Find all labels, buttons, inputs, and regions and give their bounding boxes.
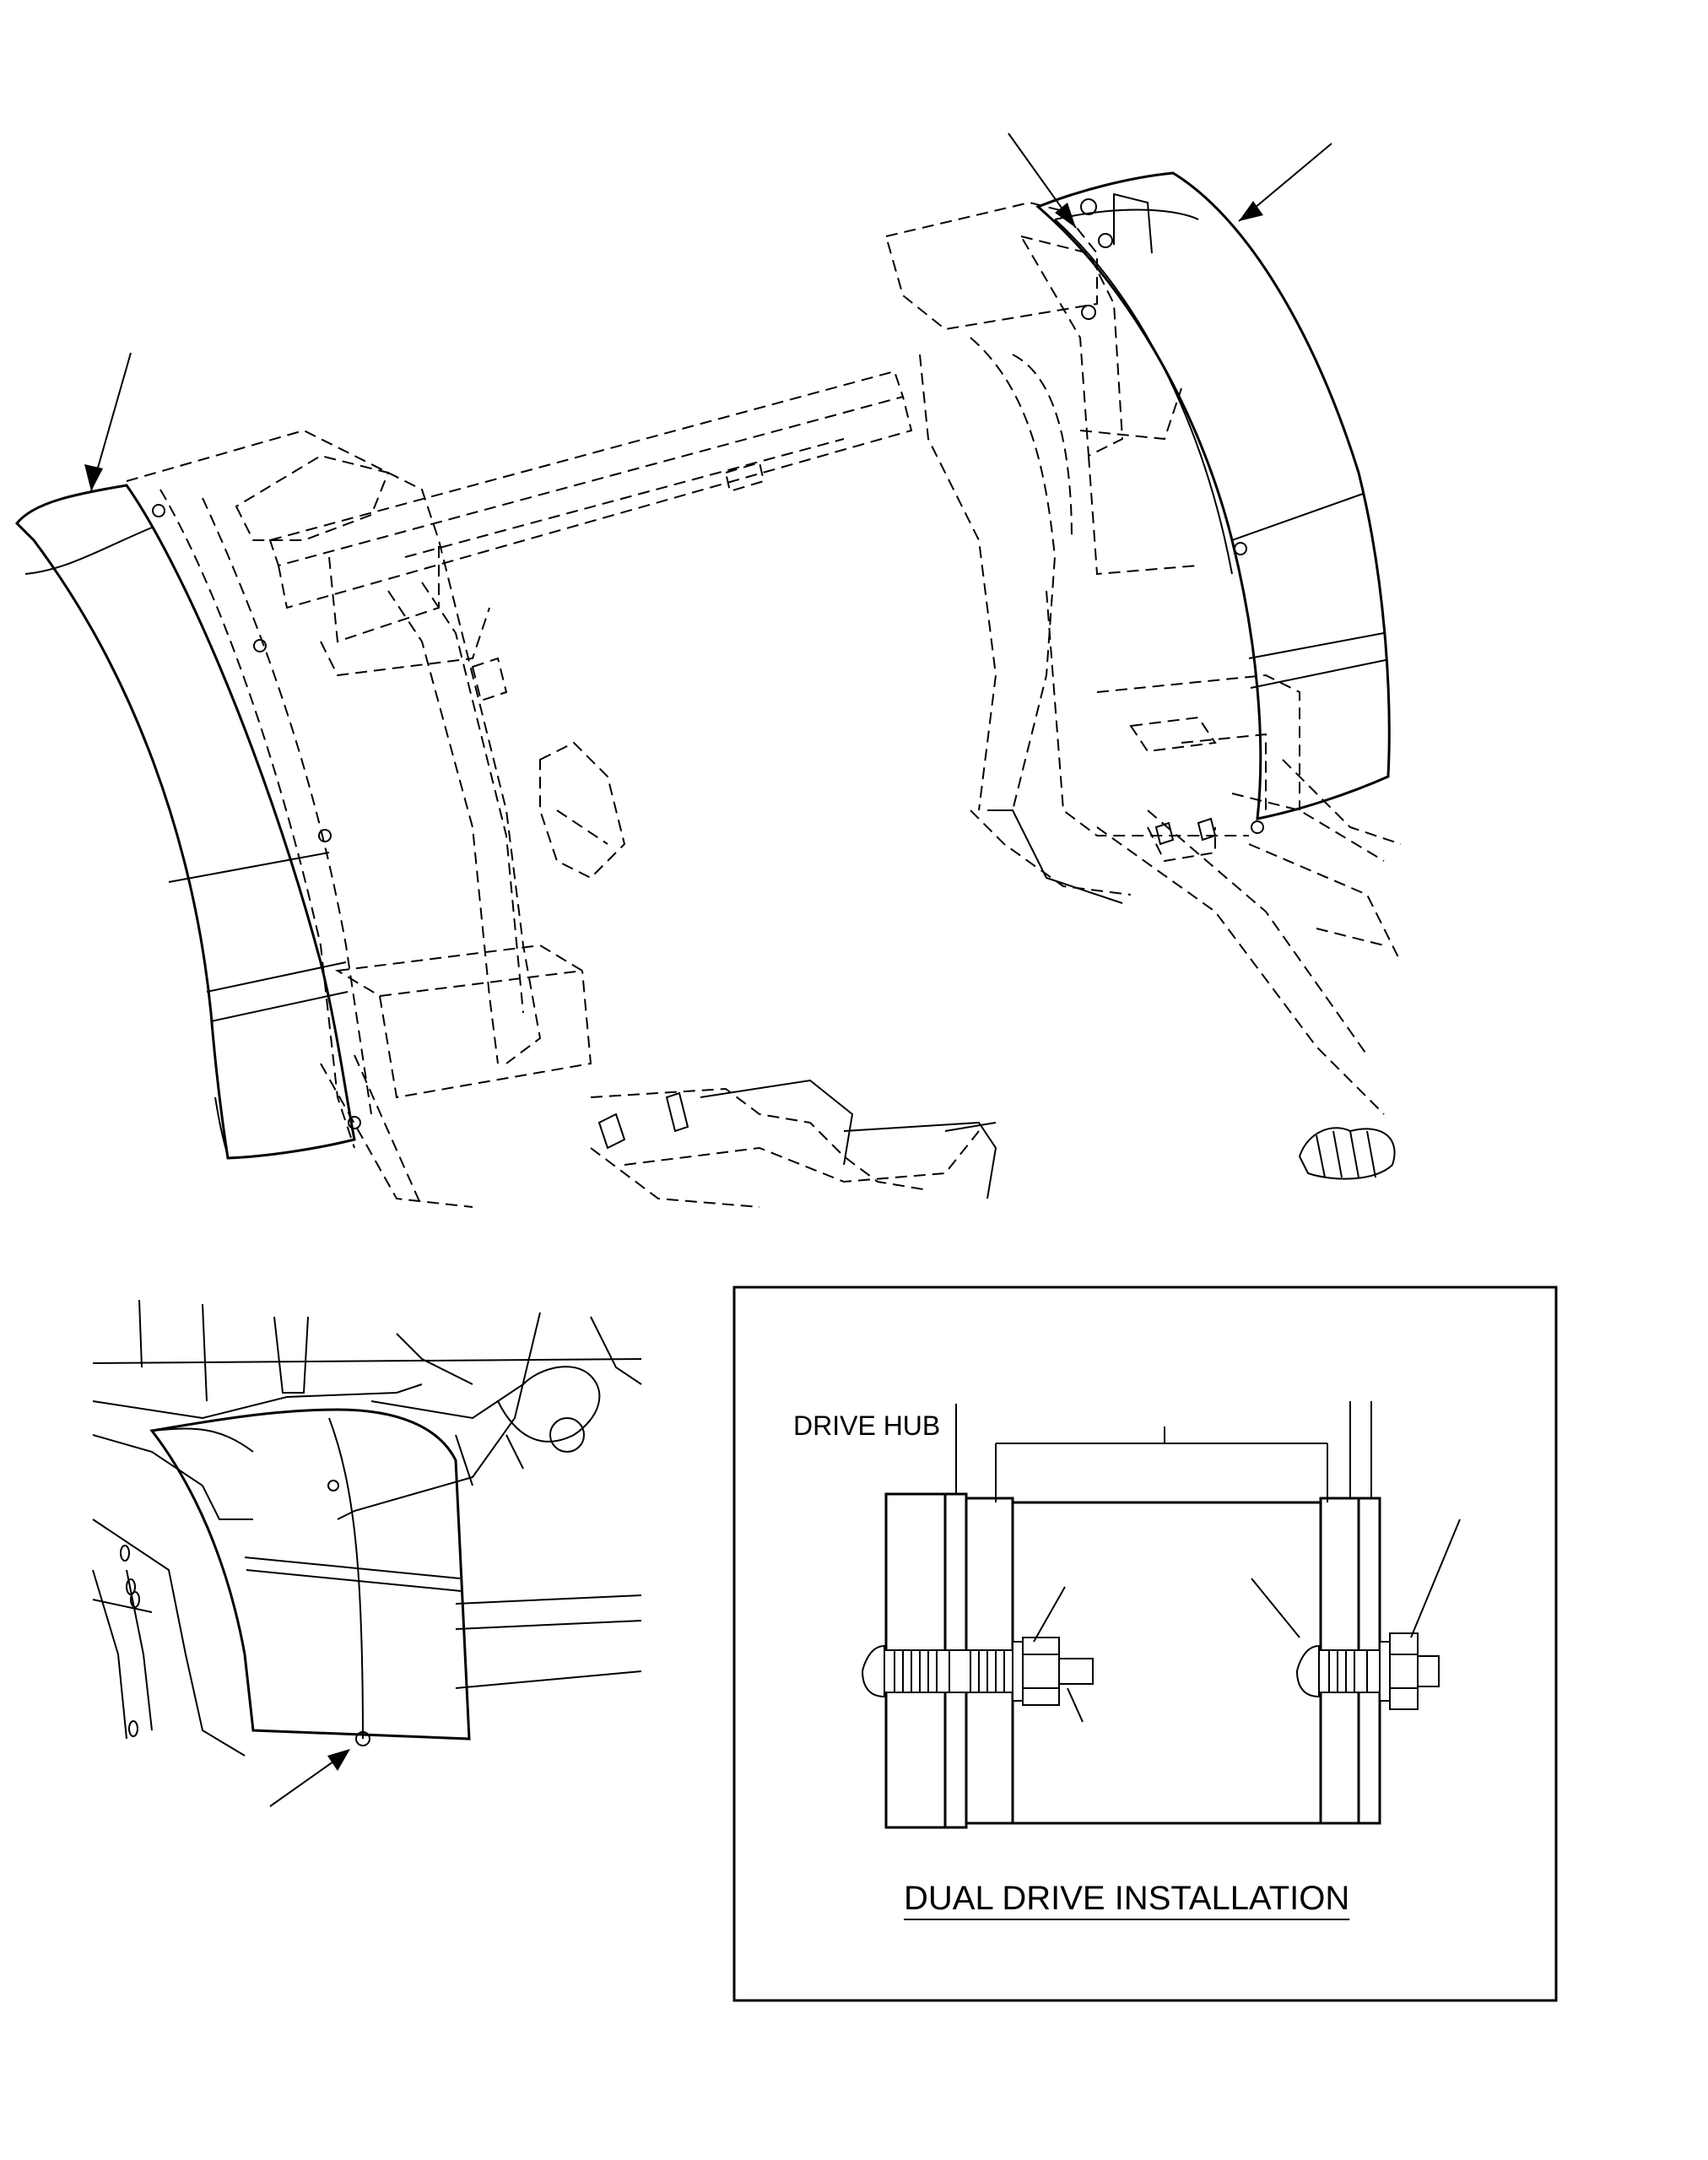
dual-drive-detail: DRIVE HUB DUAL DRIVE INSTALLATION [732,1286,1558,2002]
leader-lines [955,1401,1461,1723]
frame-crossmember [268,370,913,609]
main-assembly-view [14,133,1402,1208]
left-bolt-assembly [861,1637,1094,1706]
right-fender [1035,171,1391,834]
right-bolt-assembly [1295,1632,1440,1710]
detail-frame [732,1286,1558,2002]
fender-closeup-view [92,1299,642,1807]
detail-title: DUAL DRIVE INSTALLATION [904,1880,1349,1917]
chassis-lower [590,809,1402,1208]
right-fender-bracket-dashed [884,201,1402,904]
closeup-arrow [327,1749,350,1771]
left-fender [14,484,361,1160]
drive-hub-label: DRIVE HUB [793,1410,940,1441]
callout-arrows [84,133,1332,492]
left-fender-bracket-dashed [126,429,626,1208]
